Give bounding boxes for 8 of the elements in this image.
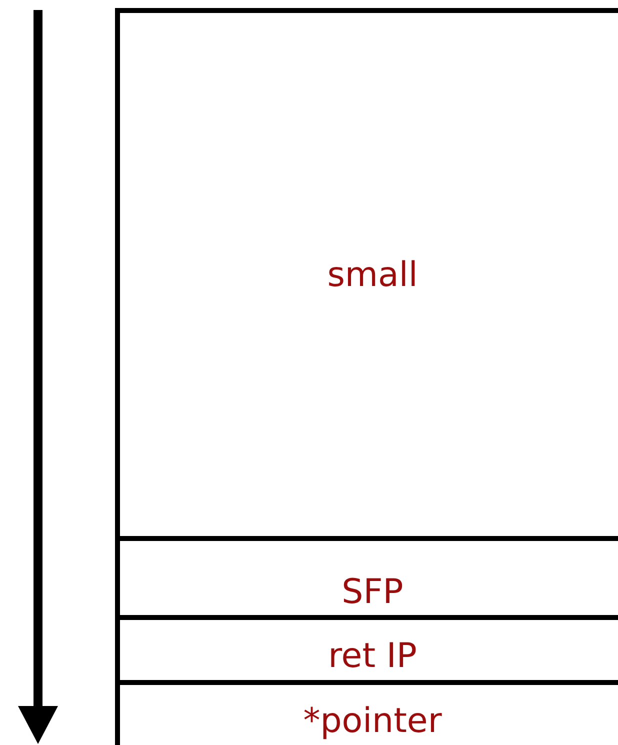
slot-label: ret IP <box>328 636 417 676</box>
stack-frame-slot <box>115 8 618 539</box>
slot-label: *pointer <box>303 701 442 741</box>
stack-frame-slot <box>115 680 618 745</box>
slot-label: small <box>327 255 418 295</box>
stack-frame-slot <box>115 615 618 683</box>
slot-label: SFP <box>342 572 404 612</box>
stack-frame-slot <box>115 536 618 618</box>
